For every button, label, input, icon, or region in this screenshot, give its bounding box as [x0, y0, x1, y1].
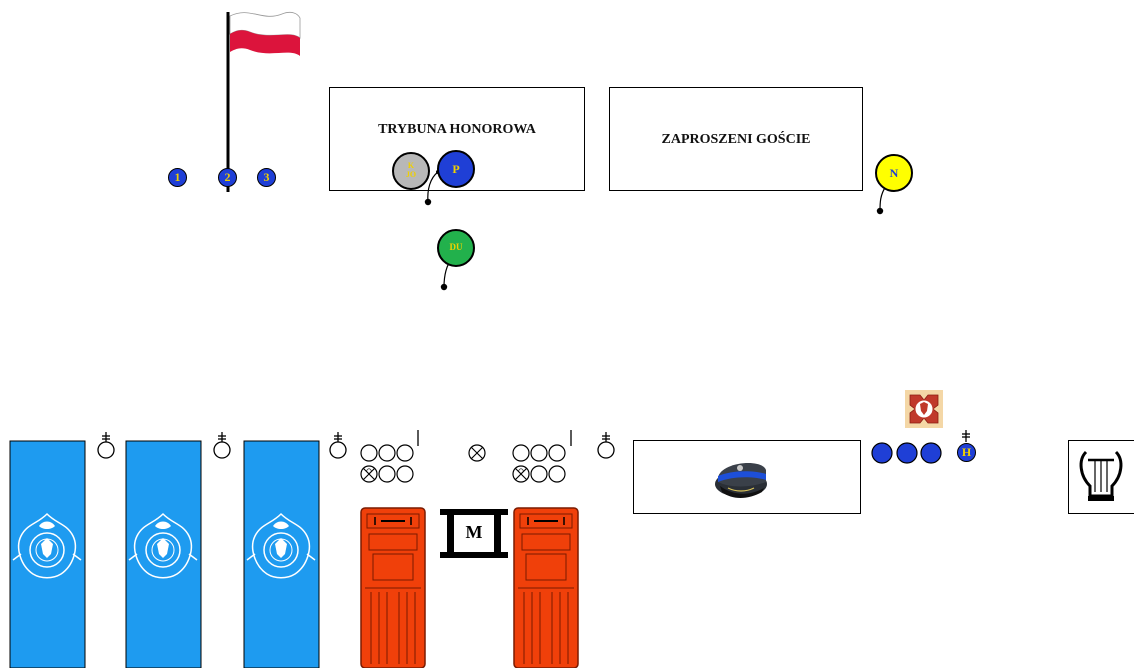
official-n: N: [875, 154, 913, 192]
official-kjo-line1: K: [407, 161, 415, 170]
honor-cross-icon: [905, 390, 943, 428]
official-kjo-line2: JO: [405, 170, 417, 179]
fire-truck-icon: [360, 507, 426, 668]
flag-post-1: 1: [168, 168, 187, 187]
memorial-frame: [440, 509, 508, 515]
formation-3: [243, 440, 320, 668]
commander-marker: [597, 431, 615, 459]
honor-stand-label: TRYBUNA HONOROWA: [378, 122, 536, 137]
flag-post-2: 2: [218, 168, 237, 187]
guests-stand: ZAPROSZENI GOŚCIE: [609, 87, 863, 191]
memorial-label: M: [465, 522, 483, 542]
herald-marker: H: [957, 443, 976, 462]
military-band-lyre-icon: [1079, 450, 1123, 501]
flag-post-3: 3: [257, 168, 276, 187]
fire-truck-icon: [513, 507, 579, 668]
formation-2: [125, 440, 202, 668]
formation-1: [9, 440, 86, 668]
official-p: P: [437, 150, 475, 188]
commander-marker: [329, 431, 347, 459]
firefighter-emblem-icon: [12, 513, 82, 579]
official-kjo: K JO: [392, 152, 430, 190]
center-marker: [468, 444, 486, 462]
guests-stand-label: ZAPROSZENI GOŚCIE: [661, 132, 811, 147]
commander-marker: [213, 431, 231, 459]
firefighter-emblem-icon: [246, 513, 316, 579]
military-cap-icon: [715, 463, 767, 498]
firefighter-emblem-icon: [128, 513, 198, 579]
official-du: DU: [437, 229, 475, 267]
commander-marker: [97, 431, 115, 459]
